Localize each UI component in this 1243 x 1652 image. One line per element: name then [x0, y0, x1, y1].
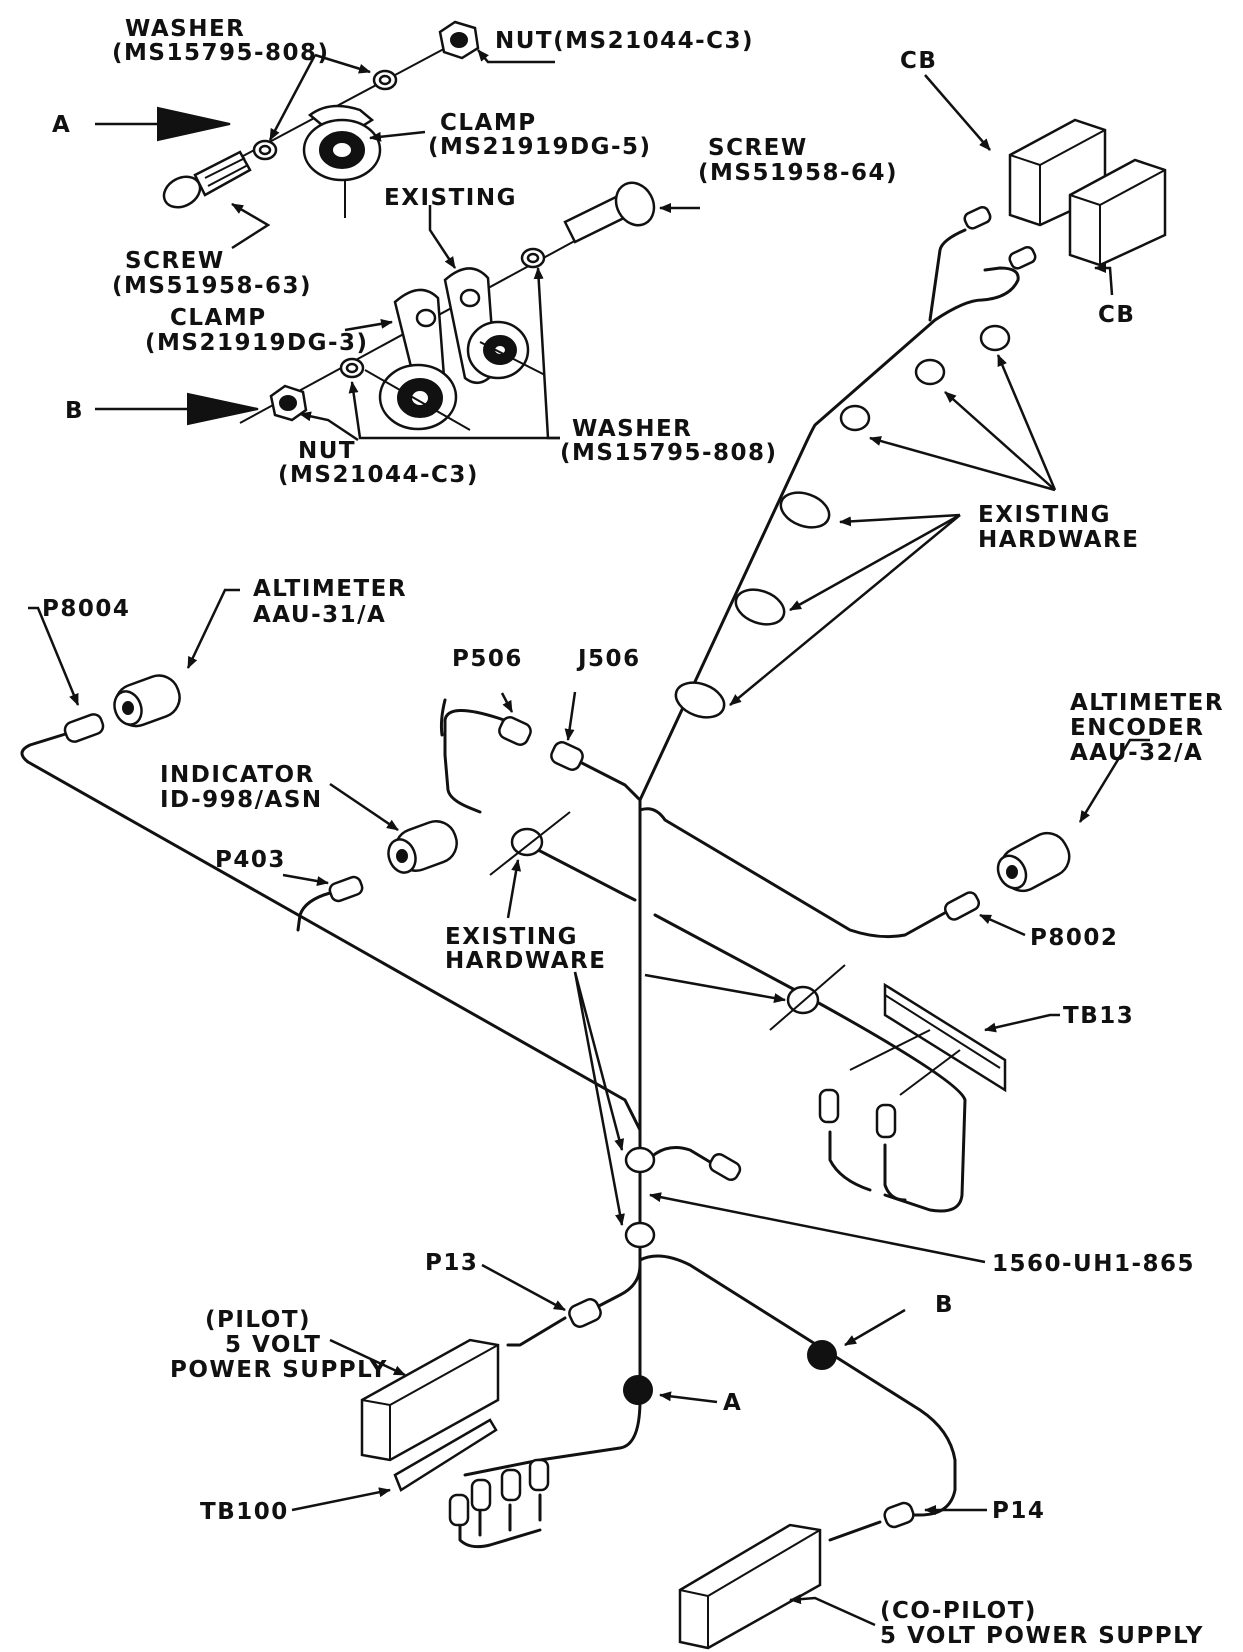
p13-label: P13	[425, 1250, 478, 1276]
connector-p13	[568, 1298, 602, 1328]
pilot-supply-label-3: POWER SUPPLY	[170, 1357, 388, 1383]
existing-hardware-center-label-2: HARDWARE	[445, 948, 606, 974]
existing-hardware-clamps	[489, 324, 1011, 1249]
p8002-label: P8002	[1030, 925, 1118, 951]
washer-top-label-2: (MS15795-808)	[112, 40, 330, 66]
connector-p8004	[63, 713, 105, 743]
p506-label: P506	[452, 646, 523, 672]
clamp-mid-label-2: (MS21919DG-3)	[145, 330, 369, 356]
nut-bottom-label-1: NUT	[298, 438, 356, 464]
terminal-board-tb13	[818, 982, 1007, 1139]
harness-leaders	[28, 74, 1150, 1627]
cb-box-bottom	[1008, 158, 1167, 270]
arrow-a-label: A	[52, 112, 71, 138]
nut-bottom-label-2: (MS21044-C3)	[278, 462, 479, 488]
clamp-top-label-2: (MS21919DG-5)	[428, 134, 652, 160]
tb100-label: TB100	[200, 1499, 289, 1525]
point-a-label: A	[723, 1390, 742, 1416]
junction-point-b	[807, 1340, 837, 1370]
cb-top-label: CB	[900, 48, 937, 74]
indicator-label-2: ID-998/ASN	[160, 787, 323, 813]
existing-hardware-right-label-1: EXISTING	[978, 502, 1111, 528]
screw-right-label-2: (MS51958-64)	[698, 160, 898, 186]
nut-a	[438, 20, 480, 60]
arrow-b-label: B	[65, 398, 84, 424]
tb13-label: TB13	[1063, 1003, 1134, 1029]
p8004-label: P8004	[42, 596, 130, 622]
altimeter-label-1: ALTIMETER	[253, 576, 407, 602]
junction-point-a	[623, 1375, 653, 1405]
harness-id-label: 1560-UH1-865	[992, 1251, 1195, 1277]
existing-hardware-center-label-1: EXISTING	[445, 924, 578, 950]
point-b-label: B	[935, 1292, 954, 1318]
harness-wires	[20, 228, 1020, 1549]
connector-p506	[498, 716, 532, 746]
screw-b	[563, 181, 656, 244]
altimeter-label-2: AAU-31/A	[253, 602, 386, 628]
copilot-power-supply	[678, 1523, 822, 1650]
altimeter-encoder-aau-32a	[996, 831, 1071, 893]
washer-top-label-1: WASHER	[125, 16, 245, 42]
screw-left-label-2: (MS51958-63)	[112, 273, 312, 299]
nut-b	[269, 384, 308, 422]
copilot-supply-label-2: 5 VOLT POWER SUPPLY	[880, 1623, 1204, 1649]
washer-bottom-label-2: (MS15795-808)	[560, 440, 778, 466]
clamp-a	[302, 104, 382, 218]
connector-p14	[883, 1501, 915, 1529]
components	[63, 118, 1167, 1650]
detail-arrow-b	[95, 392, 259, 426]
screw-right-label-1: SCREW	[708, 135, 808, 161]
cb-bottom-label: CB	[1098, 302, 1135, 328]
clamp-b	[364, 288, 471, 431]
washer-bottom-label-1: WASHER	[572, 416, 692, 442]
altimeter-encoder-label-1: ALTIMETER	[1070, 690, 1224, 716]
detail-arrow-a	[95, 106, 231, 142]
indicator-label-1: INDICATOR	[160, 762, 315, 788]
pilot-supply-label-1: (PILOT)	[205, 1307, 311, 1333]
existing-hardware-right-label-2: HARDWARE	[978, 527, 1139, 553]
connector-p8002	[943, 891, 981, 921]
clamp-mid-label-1: CLAMP	[170, 305, 267, 331]
hardware-detail-group	[95, 20, 700, 442]
p14-label: P14	[992, 1498, 1045, 1524]
pilot-supply-label-2: 5 VOLT	[225, 1332, 322, 1358]
screw-left-label-1: SCREW	[125, 248, 225, 274]
labels: WASHER (MS15795-808) NUT(MS21044-C3) A C…	[42, 16, 1224, 1649]
connector-p403	[328, 875, 364, 903]
indicator-id-998	[387, 820, 458, 874]
connector-j506	[550, 741, 584, 771]
nut-top-label: NUT(MS21044-C3)	[495, 28, 754, 54]
altimeter-aau-31a	[113, 674, 181, 728]
pilot-power-supply	[360, 1338, 500, 1462]
terminal-board-tb100	[393, 1418, 550, 1527]
screw-a	[162, 150, 252, 209]
existing-label: EXISTING	[384, 185, 517, 211]
p403-label: P403	[215, 847, 286, 873]
j506-label: J506	[576, 646, 641, 672]
clamp-top-label-1: CLAMP	[440, 110, 537, 136]
altimeter-encoder-label-3: AAU-32/A	[1070, 740, 1203, 766]
copilot-supply-label-1: (CO-PILOT)	[880, 1598, 1037, 1624]
altimeter-encoder-label-2: ENCODER	[1070, 715, 1204, 741]
clamp-existing	[443, 267, 546, 385]
